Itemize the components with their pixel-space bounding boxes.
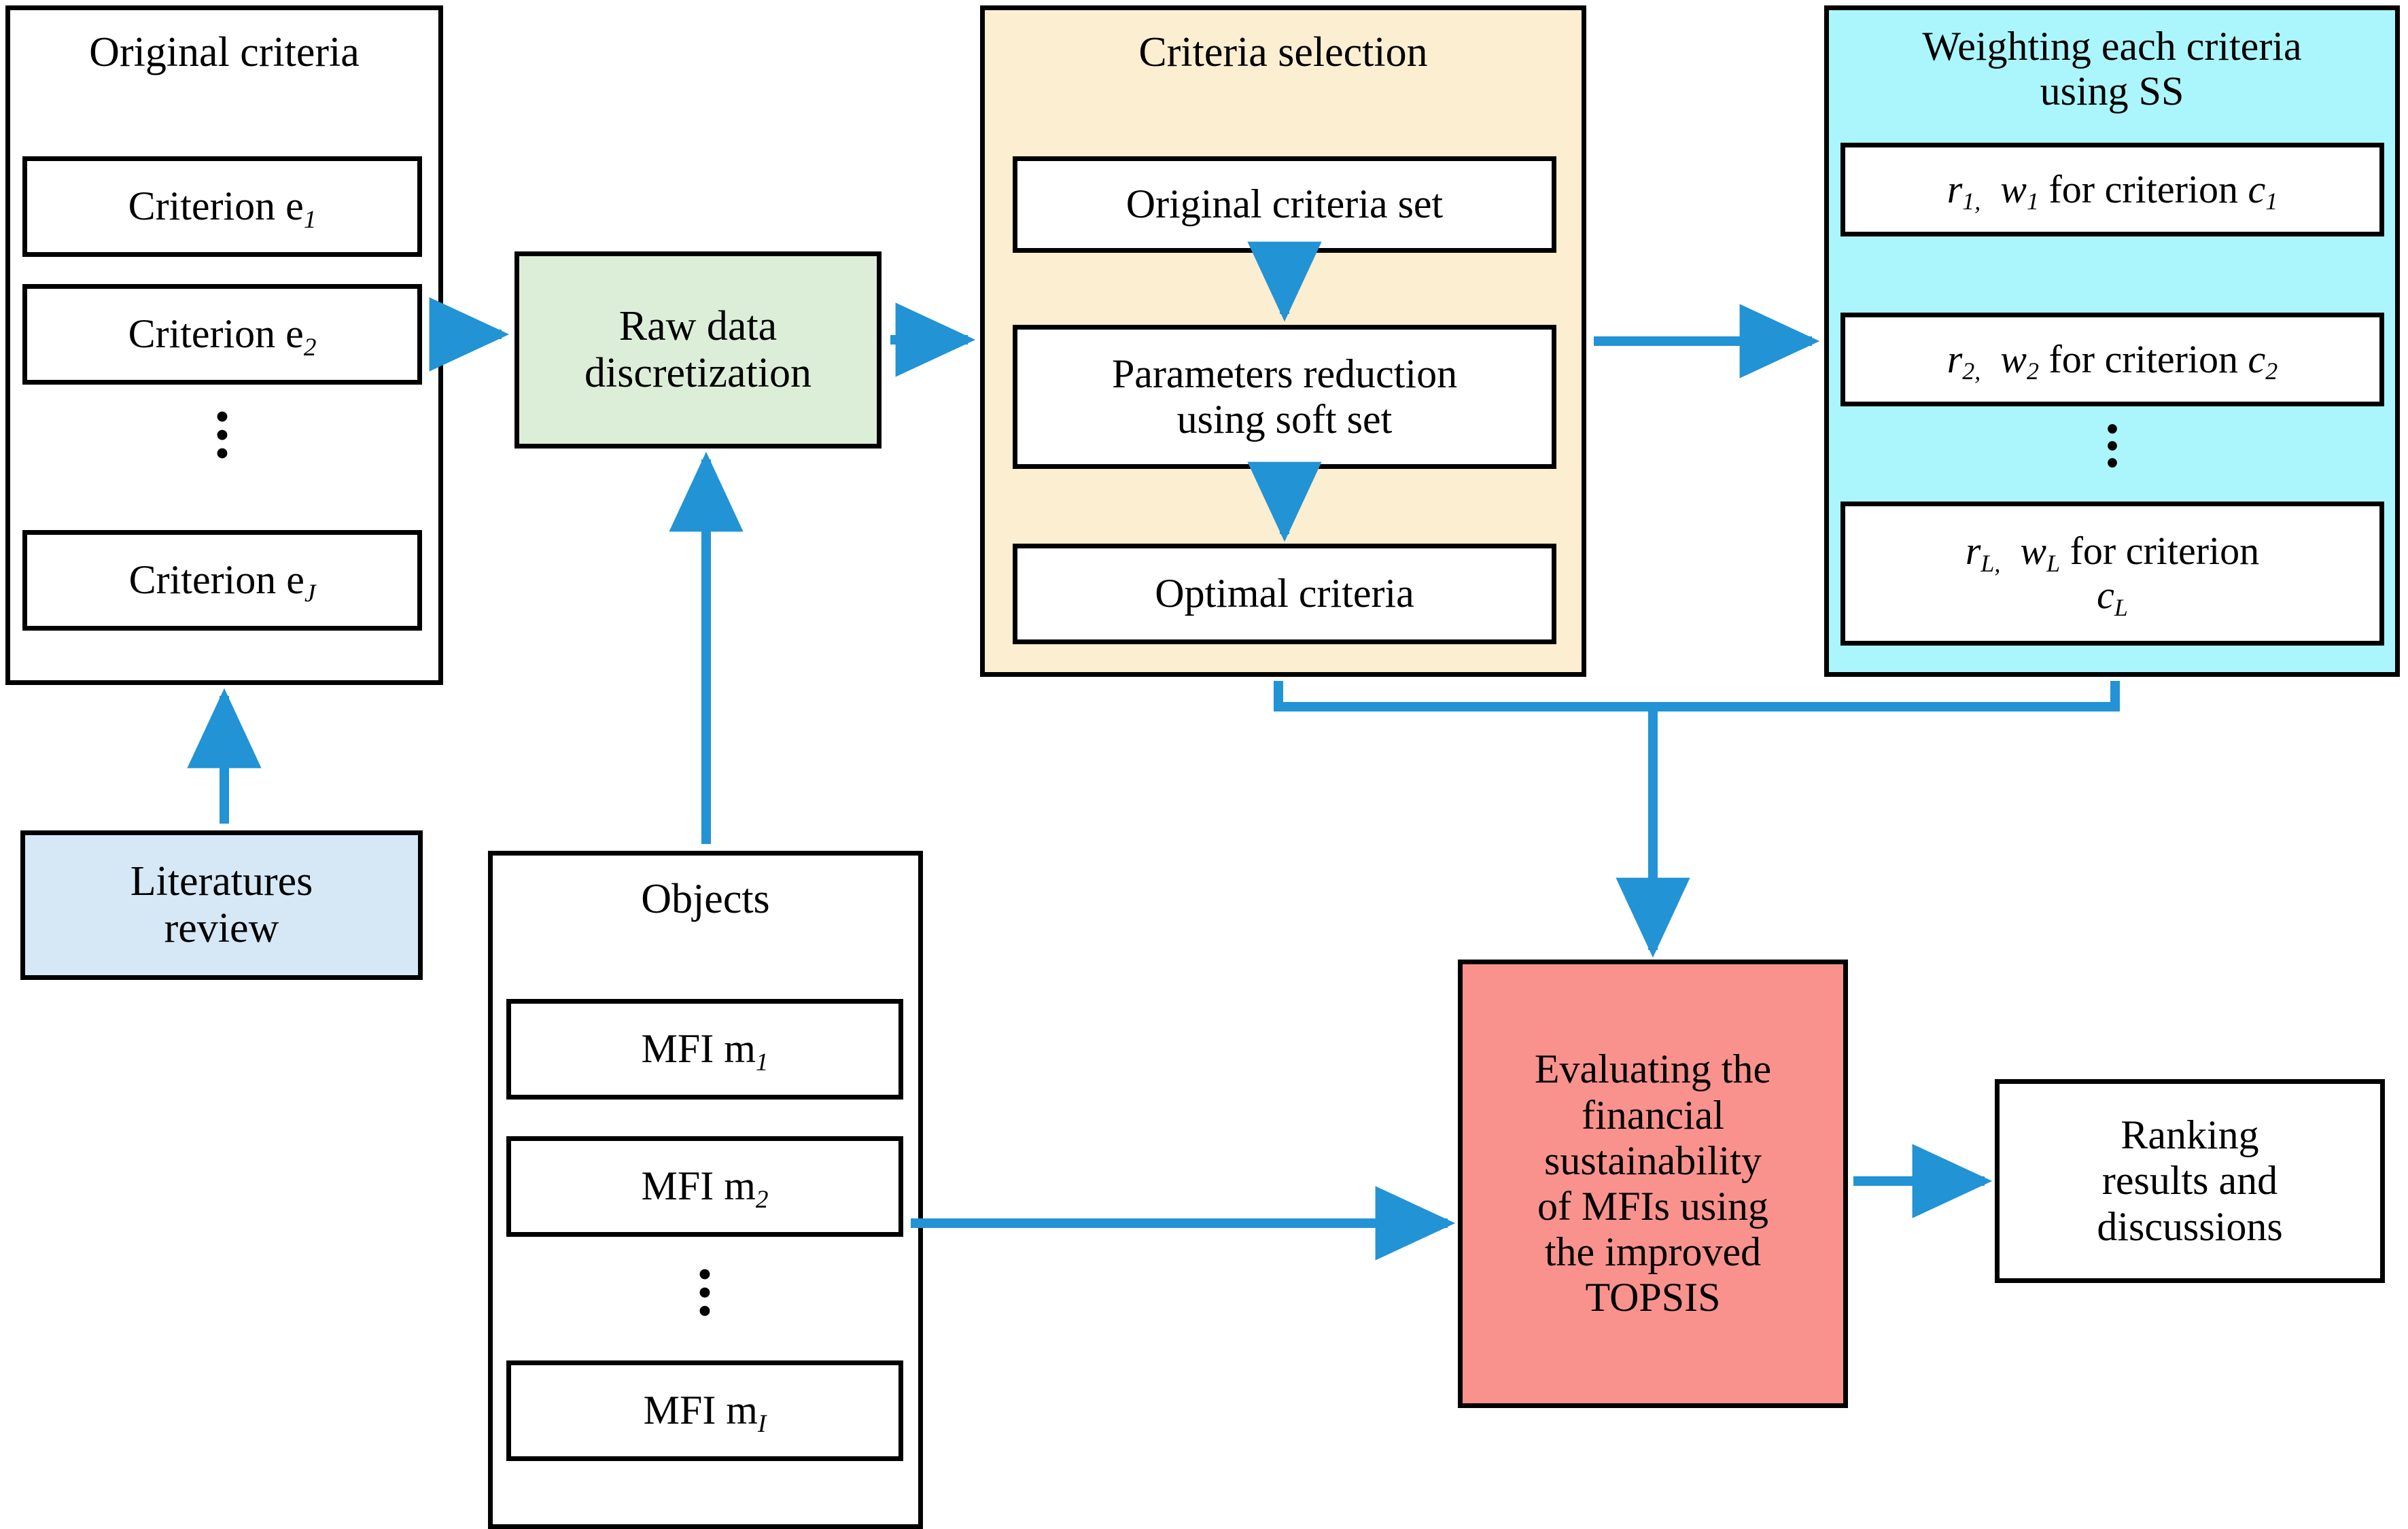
criterion-e1-box[interactable]: Criterion e1	[22, 156, 422, 257]
criterion-e1-label: Criterion e1	[128, 183, 317, 234]
mfi-mI-label: MFI mI	[643, 1388, 767, 1438]
evaluating-financial-sustainability-box[interactable]: Evaluating the financial sustainability …	[1458, 960, 1848, 1408]
original-criteria-set-label: Original criteria set	[1126, 181, 1444, 227]
weight-rL-box[interactable]: rL, wL for criterion cL	[1840, 502, 2384, 646]
evaluating-label: Evaluating the financial sustainability …	[1534, 1047, 1772, 1320]
criterion-eJ-box[interactable]: Criterion eJ	[22, 530, 422, 631]
ranking-results-label: Ranking results and discussions	[2097, 1112, 2283, 1249]
criterion-eJ-label: Criterion eJ	[128, 557, 316, 608]
original-criteria-set-box[interactable]: Original criteria set	[1013, 156, 1556, 253]
mfi-mI-box[interactable]: MFI mI	[506, 1360, 903, 1461]
criterion-e2-label: Criterion e2	[128, 311, 317, 362]
mfi-m1-box[interactable]: MFI m1	[506, 999, 903, 1100]
weight-r1-box[interactable]: r1, w1 for criterion c1	[1840, 143, 2384, 236]
group-original-criteria-title: Original criteria	[89, 29, 360, 75]
weighting-ellipsis: •••	[2106, 411, 2118, 481]
objects-ellipsis: •••	[698, 1254, 712, 1331]
ranking-results-box[interactable]: Ranking results and discussions	[1995, 1079, 2385, 1283]
weight-rL-label: rL, wL for criterion cL	[1965, 529, 2260, 621]
mfi-m1-label: MFI m1	[641, 1026, 769, 1076]
optimal-criteria-label: Optimal criteria	[1155, 571, 1414, 616]
original-criteria-ellipsis: •••	[215, 397, 229, 474]
weight-r1-label: r1, w1 for criterion c1	[1947, 166, 2278, 215]
criterion-e2-box[interactable]: Criterion e2	[22, 284, 422, 385]
group-criteria-selection-title: Criteria selection	[1138, 29, 1428, 75]
group-objects-title: Objects	[641, 876, 770, 922]
weight-r2-box[interactable]: r2, w2 for criterion c2	[1840, 313, 2384, 406]
weight-r2-label: r2, w2 for criterion c2	[1947, 336, 2278, 385]
mfi-m2-box[interactable]: MFI m2	[506, 1136, 903, 1237]
optimal-criteria-box[interactable]: Optimal criteria	[1013, 544, 1556, 644]
mfi-m2-label: MFI m2	[641, 1163, 769, 1214]
